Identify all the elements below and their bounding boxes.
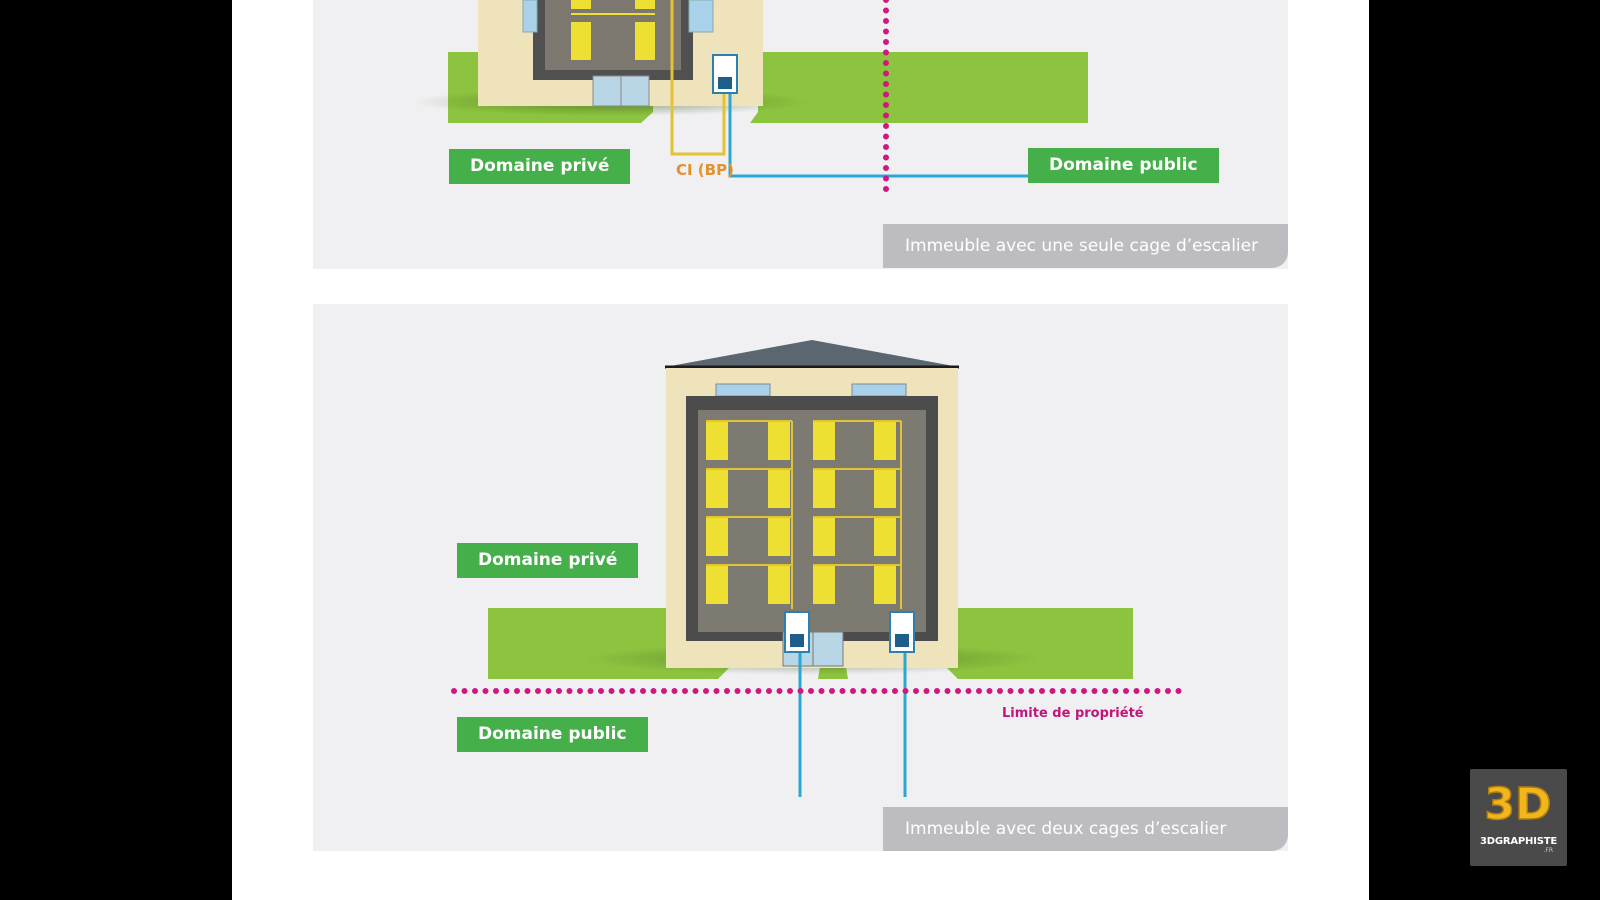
left-staircase-windows [706,422,790,604]
single-staircase-diagram [413,0,1088,199]
ci-line [670,0,726,156]
document-sheet: Domaine privé Domaine public CI (BP) Imm… [232,0,1369,900]
svg-text:3D: 3D [1484,779,1551,830]
caption-single-staircase: Immeuble avec une seule cage d’escalier [883,224,1288,268]
3dgraphiste-logo: 3D 3DGRAPHISTE .FR [1470,769,1567,866]
caption-two-staircases: Immeuble avec deux cages d’escalier [883,807,1288,851]
private-domain-label: Domaine privé [449,149,631,184]
ci-label: CI (BP) [676,161,734,179]
property-limit-label: Limite de propriété [1002,706,1144,721]
logo-name: 3DGRAPHISTE [1480,836,1557,847]
two-staircases-diagram [451,340,1186,797]
private-domain-label: Domaine privé [457,543,639,578]
panel-two-staircases: Domaine privé Domaine public Limite de p… [313,304,1288,851]
public-domain-label: Domaine public [1028,148,1219,183]
roof [665,340,959,367]
logo-3d-mark: 3D [1484,778,1553,831]
logo-suffix: .FR [1543,847,1553,854]
panel-single-staircase: Domaine privé Domaine public CI (BP) Imm… [313,0,1288,269]
network-line [728,90,1028,178]
grass-right [750,52,1088,123]
right-staircase-windows [813,422,896,604]
public-domain-label: Domaine public [457,717,648,752]
